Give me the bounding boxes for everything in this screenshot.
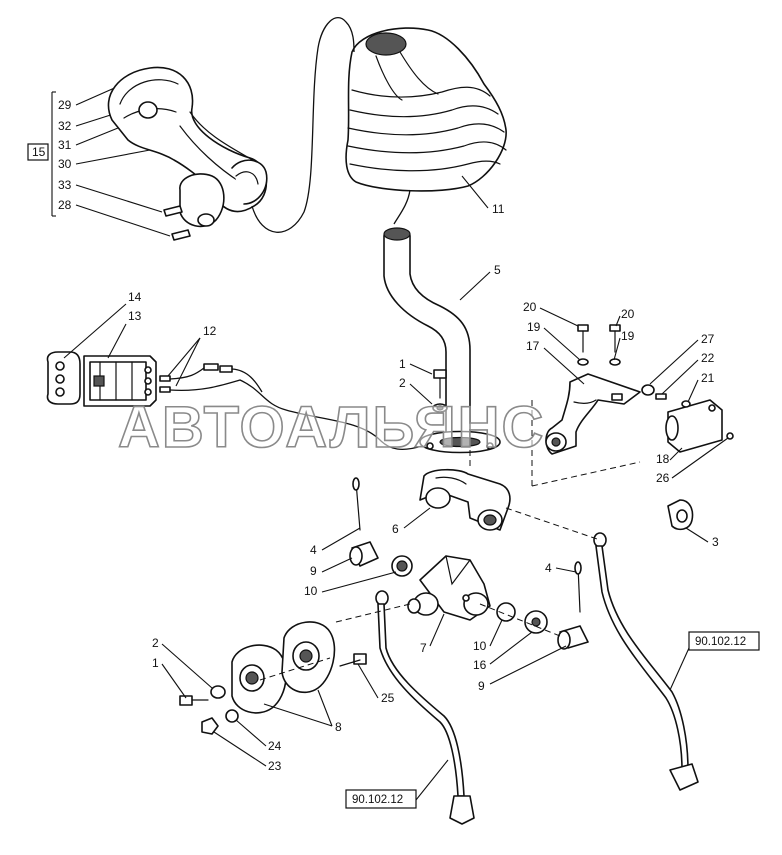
clip-3 bbox=[667, 499, 694, 531]
gaiter-boot bbox=[345, 27, 507, 192]
reference-bottom: 90.102.12 bbox=[345, 759, 449, 809]
callout-12: 12 bbox=[203, 324, 217, 338]
linkage-rod-left bbox=[375, 590, 475, 825]
watermark-text: АВТОАЛЬЯНС bbox=[118, 395, 545, 460]
callout-2-top: 2 bbox=[399, 376, 406, 390]
callout-9-right: 9 bbox=[478, 679, 485, 693]
callout-21: 21 bbox=[701, 371, 715, 385]
callout-27: 27 bbox=[701, 332, 715, 346]
callout-9-left: 9 bbox=[310, 564, 317, 578]
callout-6: 6 bbox=[392, 522, 399, 536]
callout-33: 33 bbox=[58, 178, 72, 192]
reference-box-bottom bbox=[345, 789, 417, 809]
boot-wire bbox=[393, 189, 411, 225]
callout-10-left: 10 bbox=[304, 584, 318, 598]
callout-4-right: 4 bbox=[545, 561, 552, 575]
callout-5: 5 bbox=[494, 263, 501, 277]
pivot-6 bbox=[419, 468, 511, 531]
callout-19-right: 19 bbox=[621, 329, 635, 343]
callout-26: 26 bbox=[656, 471, 670, 485]
callout-28: 28 bbox=[58, 198, 72, 212]
pins-4 bbox=[352, 477, 582, 613]
switch-18 bbox=[641, 384, 734, 453]
callout-11: 11 bbox=[492, 202, 505, 216]
callout-16: 16 bbox=[473, 658, 487, 672]
callout-1-top: 1 bbox=[399, 357, 406, 371]
callout-3: 3 bbox=[712, 535, 719, 549]
callout-7: 7 bbox=[420, 641, 427, 655]
callout-8: 8 bbox=[335, 720, 342, 734]
callout-24: 24 bbox=[268, 739, 282, 753]
callout-4-left: 4 bbox=[310, 543, 317, 557]
pivot-7 bbox=[407, 555, 491, 621]
group-bracket-15: 15 bbox=[27, 91, 56, 217]
callout-1-bottom: 1 bbox=[152, 656, 159, 670]
group-items: 29 32 31 30 33 28 bbox=[58, 81, 171, 237]
joystick-handle bbox=[107, 66, 268, 241]
callout-22: 22 bbox=[701, 351, 715, 365]
plates-8 bbox=[231, 621, 336, 714]
callout-18: 18 bbox=[656, 452, 670, 466]
group-label-box bbox=[27, 143, 49, 161]
callout-2-bottom: 2 bbox=[152, 636, 159, 650]
reference-label-bottom: 90.102.12 bbox=[352, 794, 403, 806]
bolts-19-20 bbox=[577, 324, 621, 366]
bushings-left bbox=[349, 541, 413, 577]
callout-10-right: 10 bbox=[473, 639, 487, 653]
callout-13: 13 bbox=[128, 309, 142, 323]
connector-14 bbox=[46, 351, 81, 405]
callouts: 11 5 14 13 12 1 2 20 20 19 19 17 27 22 2… bbox=[63, 175, 729, 773]
callout-29: 29 bbox=[58, 98, 72, 112]
callout-14: 14 bbox=[128, 290, 142, 304]
callout-19-left: 19 bbox=[527, 320, 541, 334]
callout-25: 25 bbox=[381, 691, 395, 705]
callout-20-left: 20 bbox=[523, 300, 537, 314]
bracket-17 bbox=[545, 373, 641, 455]
reference-label-right: 90.102.12 bbox=[695, 636, 746, 648]
reference-right: 90.102.12 bbox=[669, 631, 760, 691]
hardware-lower bbox=[179, 653, 367, 735]
group-label: 15 bbox=[32, 145, 46, 159]
callout-20-right: 20 bbox=[621, 307, 635, 321]
bolt-1-top bbox=[432, 369, 448, 413]
callout-23: 23 bbox=[268, 759, 282, 773]
bushings-right bbox=[496, 602, 589, 650]
linkage-rod-right bbox=[593, 532, 699, 791]
terminals-12 bbox=[159, 363, 423, 451]
assembly-lines bbox=[259, 400, 641, 681]
callout-31: 31 bbox=[58, 138, 72, 152]
callout-30: 30 bbox=[58, 157, 72, 171]
handle-wire bbox=[251, 16, 355, 233]
reference-box-right bbox=[688, 631, 760, 651]
connector-13 bbox=[83, 355, 157, 407]
callout-17: 17 bbox=[526, 339, 540, 353]
callout-32: 32 bbox=[58, 119, 72, 133]
